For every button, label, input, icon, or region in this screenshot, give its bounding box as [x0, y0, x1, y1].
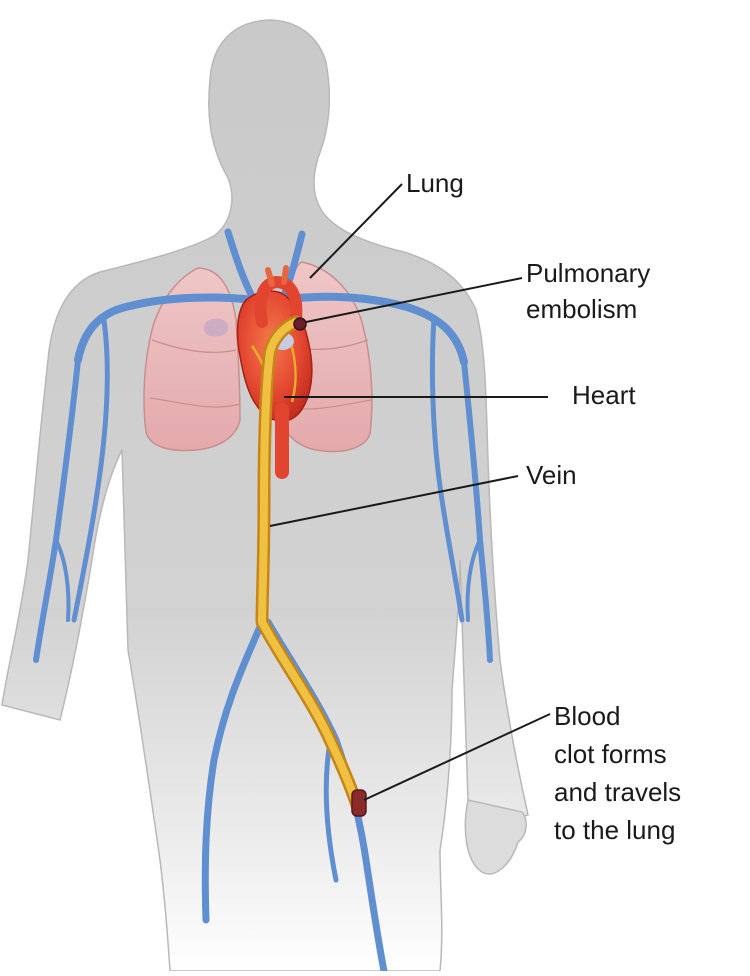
blood-clot-marker	[352, 790, 366, 816]
label-pulmonary-embolism-line2: embolism	[526, 294, 637, 324]
label-blood-clot-line3: and travels	[554, 777, 681, 807]
label-blood-clot-line2: clot forms	[554, 739, 667, 769]
label-blood-clot-line1: Blood	[554, 701, 621, 731]
label-heart: Heart	[572, 380, 636, 410]
label-blood-clot-line4: to the lung	[554, 815, 675, 845]
label-pulmonary-embolism-line1: Pulmonary	[526, 258, 650, 288]
label-lung: Lung	[406, 168, 464, 198]
embolism-marker	[294, 318, 306, 330]
label-vein: Vein	[526, 460, 577, 490]
